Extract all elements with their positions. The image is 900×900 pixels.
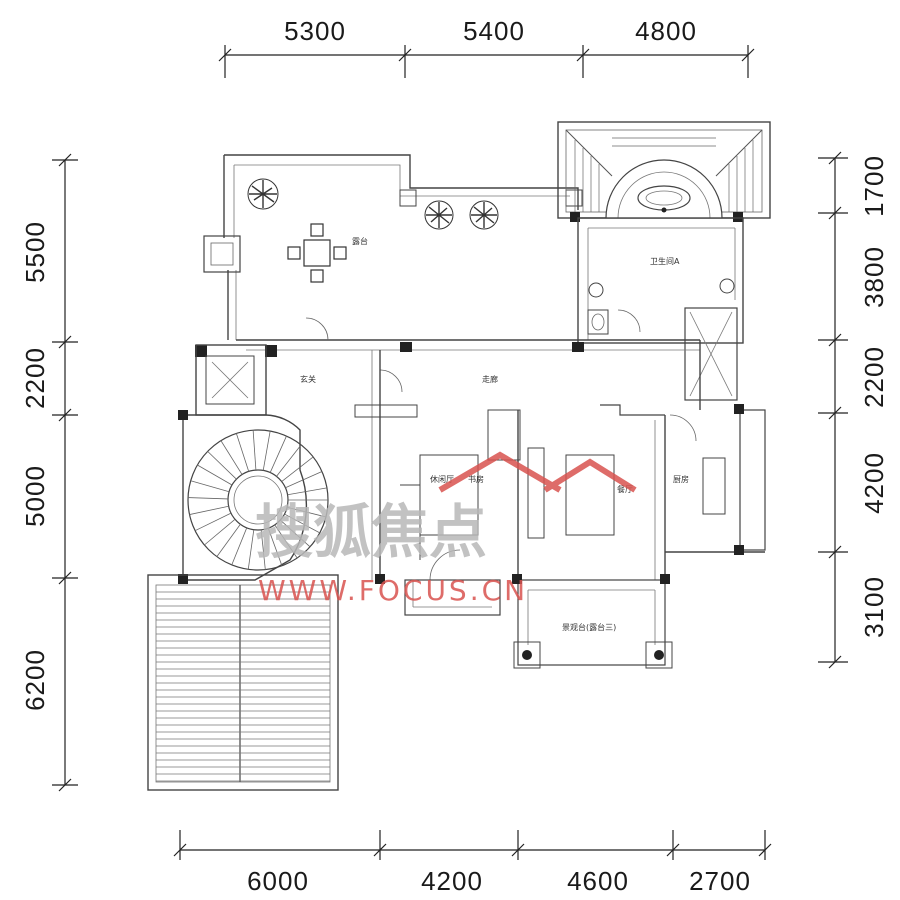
- dim-left-3: 5000: [20, 465, 50, 527]
- stair-tread: [287, 506, 327, 518]
- dim-top-2: 5400: [463, 16, 525, 46]
- stair-tread: [262, 430, 271, 471]
- dim-left-1: 5500: [20, 221, 50, 283]
- bottom-dimension-line: 6000 4200 4600 2700: [173, 830, 772, 896]
- room-label-hall: 玄关: [300, 374, 316, 384]
- stair-tread: [280, 519, 311, 548]
- dim-bottom-1: 6000: [247, 866, 309, 896]
- stair-tread: [220, 440, 243, 475]
- stair-tread: [274, 524, 298, 559]
- top-dimension-line: 5300 5400 4800: [218, 16, 755, 78]
- plant-icon: [247, 178, 279, 210]
- dim-right-5: 3100: [859, 576, 889, 638]
- room-label-study: 休闲厅: [430, 474, 454, 484]
- right-dimension-line: 1700 3800 2200 4200 3100: [818, 151, 889, 669]
- dim-top-1: 5300: [284, 16, 346, 46]
- dim-right-2: 3800: [859, 246, 889, 308]
- stair-tread: [188, 497, 229, 500]
- stair-tower: [557, 121, 771, 222]
- stair-tread: [231, 527, 248, 566]
- spiral-staircase: [178, 410, 329, 584]
- house-logo-icon: [438, 451, 637, 493]
- stair-tread: [207, 451, 237, 480]
- room-label-terrace: 露台: [352, 236, 368, 246]
- wooden-deck: [147, 574, 339, 791]
- main-walls: 玄关 走廊 厨房: [195, 317, 766, 580]
- dim-bottom-4: 2700: [689, 866, 751, 896]
- watermark-url: WWW.FOCUS.CN: [258, 574, 528, 607]
- dim-right-4: 4200: [859, 452, 889, 514]
- stair-tread: [252, 430, 257, 471]
- stair-tread: [260, 529, 266, 570]
- stair-tread: [194, 512, 232, 532]
- room-label-corridor: 走廊: [482, 374, 498, 384]
- room-label-study2: 书房: [468, 474, 484, 484]
- stair-tread: [269, 435, 287, 473]
- stair-tread: [276, 444, 302, 477]
- stair-tread: [285, 471, 323, 489]
- dim-bottom-2: 4200: [421, 866, 483, 896]
- stair-tread: [197, 464, 233, 486]
- stair-tread: [287, 487, 328, 496]
- room-label-garden-terrace: 景观台(露台三): [562, 622, 616, 632]
- plant-icon: [469, 200, 499, 230]
- room-label-kitchen: 厨房: [673, 474, 689, 484]
- dim-top-3: 4800: [635, 16, 697, 46]
- room-label-master-bath: 卫生间A: [650, 256, 680, 266]
- stair-tread: [190, 480, 230, 493]
- room-label-dining: 餐厅: [617, 485, 633, 494]
- stair-tread: [267, 528, 283, 566]
- stair-tread: [189, 505, 229, 515]
- stair-tread: [235, 433, 250, 472]
- stair-tread: [284, 513, 320, 534]
- dim-bottom-3: 4600: [567, 866, 629, 896]
- dim-right-1: 1700: [859, 155, 889, 217]
- bathroom: 卫生间A: [577, 217, 744, 401]
- dim-left-2: 2200: [20, 347, 50, 409]
- left-dimension-line: 5500 2200 5000 6200: [20, 153, 78, 792]
- central-rooms: 休闲厅 书房 餐厅 景观台(露台三): [375, 410, 673, 669]
- stair-tread: [216, 524, 241, 557]
- watermark: 搜狐焦点 WWW.FOCUS.CN: [255, 451, 637, 607]
- watermark-brand: 搜狐焦点: [255, 498, 487, 566]
- stair-tread: [281, 456, 314, 482]
- dining-set-icon: [287, 223, 347, 283]
- stair-tread: [204, 518, 236, 546]
- dim-left-4: 6200: [20, 649, 50, 711]
- plant-icon: [424, 200, 454, 230]
- top-terrace: 露台: [203, 154, 583, 340]
- dim-right-3: 2200: [859, 346, 889, 408]
- stair-tread: [247, 529, 255, 570]
